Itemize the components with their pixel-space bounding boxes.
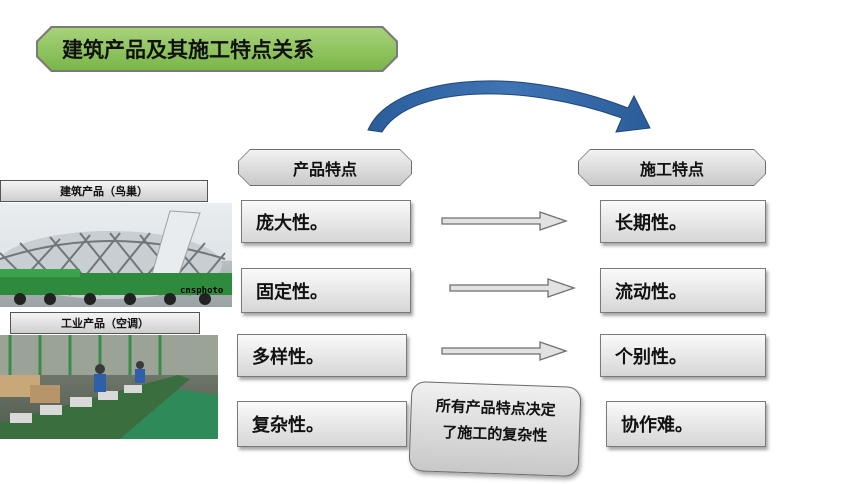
product-feature-box: 复杂性。 [237, 401, 407, 447]
birds-nest-illustration: cnsphoto [0, 210, 232, 305]
curved-arrow-icon [367, 80, 651, 133]
birds-nest-photo: cnsphoto [0, 203, 232, 307]
construction-feature-box: 长期性。 [600, 200, 766, 243]
factory-illustration [0, 335, 218, 439]
product-feature-box: 庞大性。 [241, 200, 411, 243]
right-arrow-icon [441, 211, 568, 231]
construction-features-header: 施工特点 [579, 150, 765, 185]
right-arrow-icon [441, 341, 568, 361]
construction-feature-box: 协作难。 [606, 401, 766, 447]
image2-label: 工业产品（空调） [10, 312, 200, 334]
product-feature-box: 多样性。 [237, 334, 407, 377]
image1-label: 建筑产品（鸟巢） [0, 180, 208, 202]
product-feature-box: 固定性。 [241, 268, 411, 313]
factory-line-photo [0, 335, 218, 439]
callout-bubble: 所有产品特点决定 了施工的复杂性 [408, 381, 582, 477]
construction-feature-box: 流动性。 [600, 268, 766, 313]
right-arrow-icon [449, 278, 576, 298]
product-features-header: 产品特点 [239, 150, 411, 185]
photo-watermark: cnsphoto [180, 286, 223, 296]
construction-feature-box: 个别性。 [600, 334, 766, 377]
page-title: 建筑产品及其施工特点关系 [38, 28, 396, 70]
